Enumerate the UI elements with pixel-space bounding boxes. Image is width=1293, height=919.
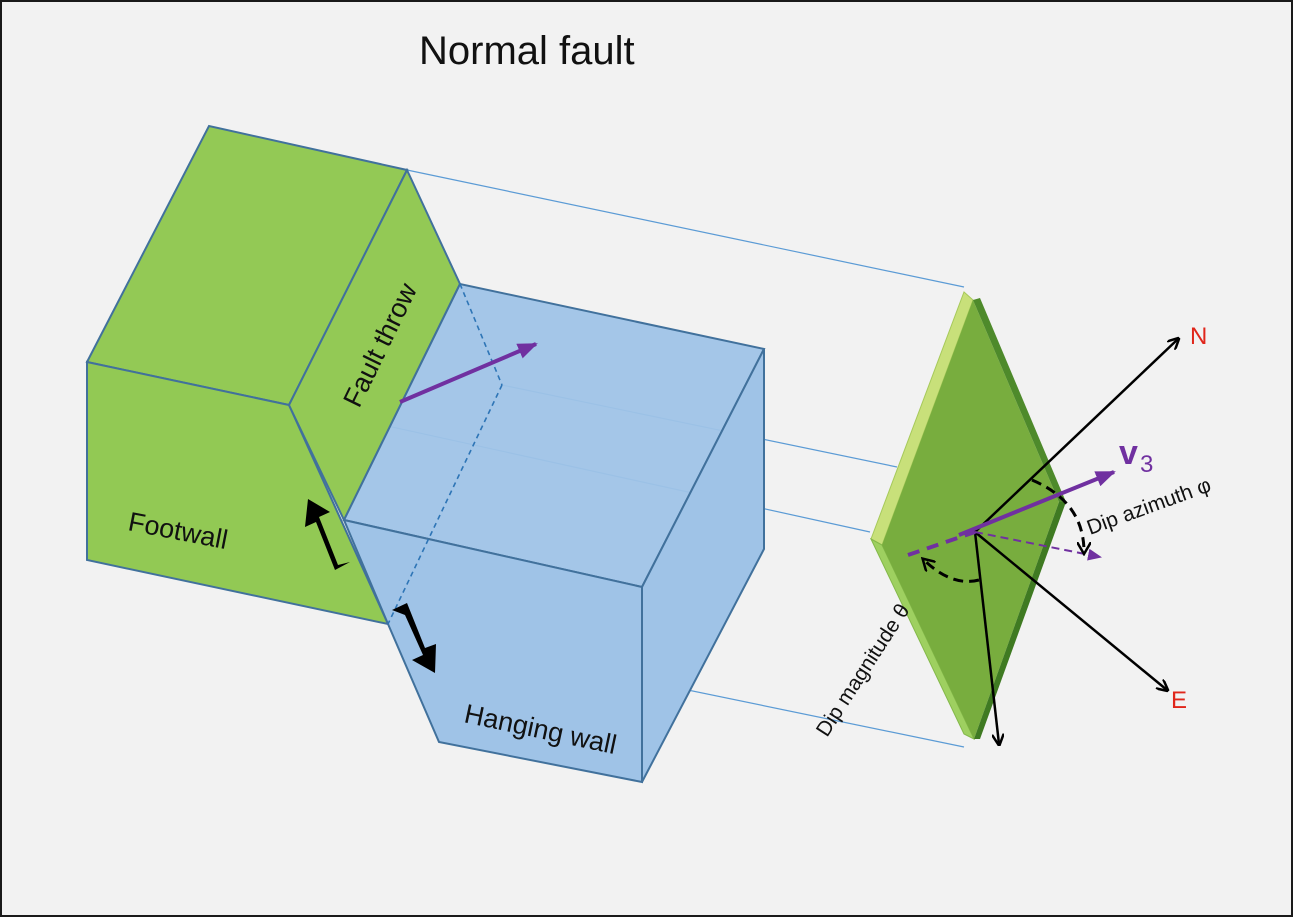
- slab-face: [882, 300, 1059, 739]
- hanging-wall-side-face: [641, 348, 765, 783]
- v3-label: v: [1119, 434, 1138, 472]
- v3-vector-arrow: [958, 470, 1116, 537]
- fault-plane-slab: [869, 291, 1066, 741]
- title-text: Normal fault: [419, 29, 635, 73]
- hidden-edge-1: [459, 283, 503, 386]
- slab-lower-right-edge: [974, 502, 1066, 739]
- dip-azimuth-arc: [1031, 478, 1084, 552]
- slab-right-edge: [973, 298, 1066, 502]
- hanging-wall-front-face: [342, 518, 643, 784]
- dip-magnitude-arc: [924, 560, 980, 583]
- footwall-block: [85, 124, 462, 626]
- east-label: E: [1171, 687, 1187, 714]
- north-label: N: [1190, 323, 1207, 350]
- east-axis-arrow: [974, 531, 1167, 690]
- hanging-wall-down-arrow: [392, 603, 436, 673]
- v3-subscript: 3: [1140, 451, 1153, 478]
- dip-magnitude-label: Dip magnitude θ: [812, 600, 915, 741]
- slip-vector-arrow: [399, 342, 538, 404]
- hanging-wall-block: [342, 282, 766, 784]
- north-axis-arrow: [974, 339, 1178, 533]
- hidden-edge-2: [387, 384, 503, 625]
- v3-back-projection: [907, 530, 976, 557]
- footwall-up-arrow: [305, 499, 350, 570]
- down-axis-arrow: [973, 531, 999, 744]
- dip-azimuth-label: Dip azimuth φ: [1084, 474, 1214, 540]
